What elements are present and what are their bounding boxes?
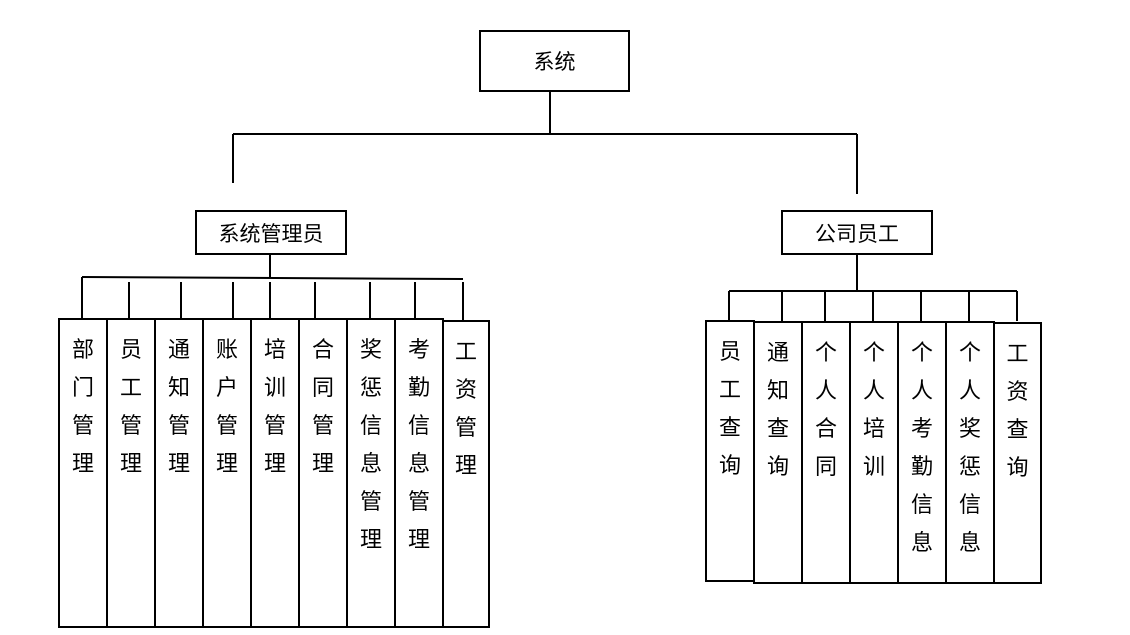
leaf-node: 培 训 管 理 <box>250 318 300 628</box>
leaf-node: 奖 惩 信 息 管 理 <box>346 318 396 628</box>
leaf-label: 个 人 合 同 <box>814 341 837 480</box>
leaf-label: 部 门 管 理 <box>71 338 94 477</box>
branch-node-admin-label: 系统管理员 <box>218 221 324 246</box>
leaf-label: 账 户 管 理 <box>215 338 238 477</box>
leaf-label: 奖 惩 信 息 管 理 <box>359 338 382 553</box>
leaf-node: 个 人 合 同 <box>801 321 851 584</box>
branch-node-admin: 系统管理员 <box>195 210 347 255</box>
leaf-label: 通 知 查 询 <box>766 341 789 480</box>
leaf-label: 个 人 考 勤 信 息 <box>910 341 933 556</box>
leaf-node: 通 知 管 理 <box>154 318 204 628</box>
branch-node-employee-label: 公司员工 <box>815 221 899 246</box>
root-node: 系统 <box>479 30 630 92</box>
leaf-label: 个 人 培 训 <box>862 341 885 480</box>
leaf-node: 工 资 查 询 <box>993 322 1042 584</box>
leaf-node: 工 资 管 理 <box>442 320 490 628</box>
leaf-node: 账 户 管 理 <box>202 318 252 628</box>
leaf-label: 考 勤 信 息 管 理 <box>407 338 430 553</box>
leaf-node: 通 知 查 询 <box>753 321 803 584</box>
leaf-node: 个 人 考 勤 信 息 <box>897 321 947 584</box>
leaf-node: 考 勤 信 息 管 理 <box>394 318 444 628</box>
leaf-node: 个 人 培 训 <box>849 321 899 584</box>
leaf-node: 员 工 管 理 <box>106 318 156 628</box>
leaf-label: 合 同 管 理 <box>311 338 334 477</box>
leaf-node: 部 门 管 理 <box>58 318 108 628</box>
leaf-node: 个 人 奖 惩 信 息 <box>945 321 995 584</box>
leaf-label: 个 人 奖 惩 信 息 <box>958 341 981 556</box>
branch-node-employee: 公司员工 <box>781 210 933 255</box>
leaf-label: 培 训 管 理 <box>263 338 286 477</box>
leaf-node: 合 同 管 理 <box>298 318 348 628</box>
leaf-node: 员 工 查 询 <box>705 320 755 582</box>
leaf-label: 通 知 管 理 <box>167 338 190 477</box>
leaf-label: 员 工 查 询 <box>718 340 741 479</box>
leaf-label: 工 资 管 理 <box>454 340 477 479</box>
leaf-label: 员 工 管 理 <box>119 338 142 477</box>
root-node-label: 系统 <box>533 50 576 74</box>
leaf-label: 工 资 查 询 <box>1006 342 1029 481</box>
